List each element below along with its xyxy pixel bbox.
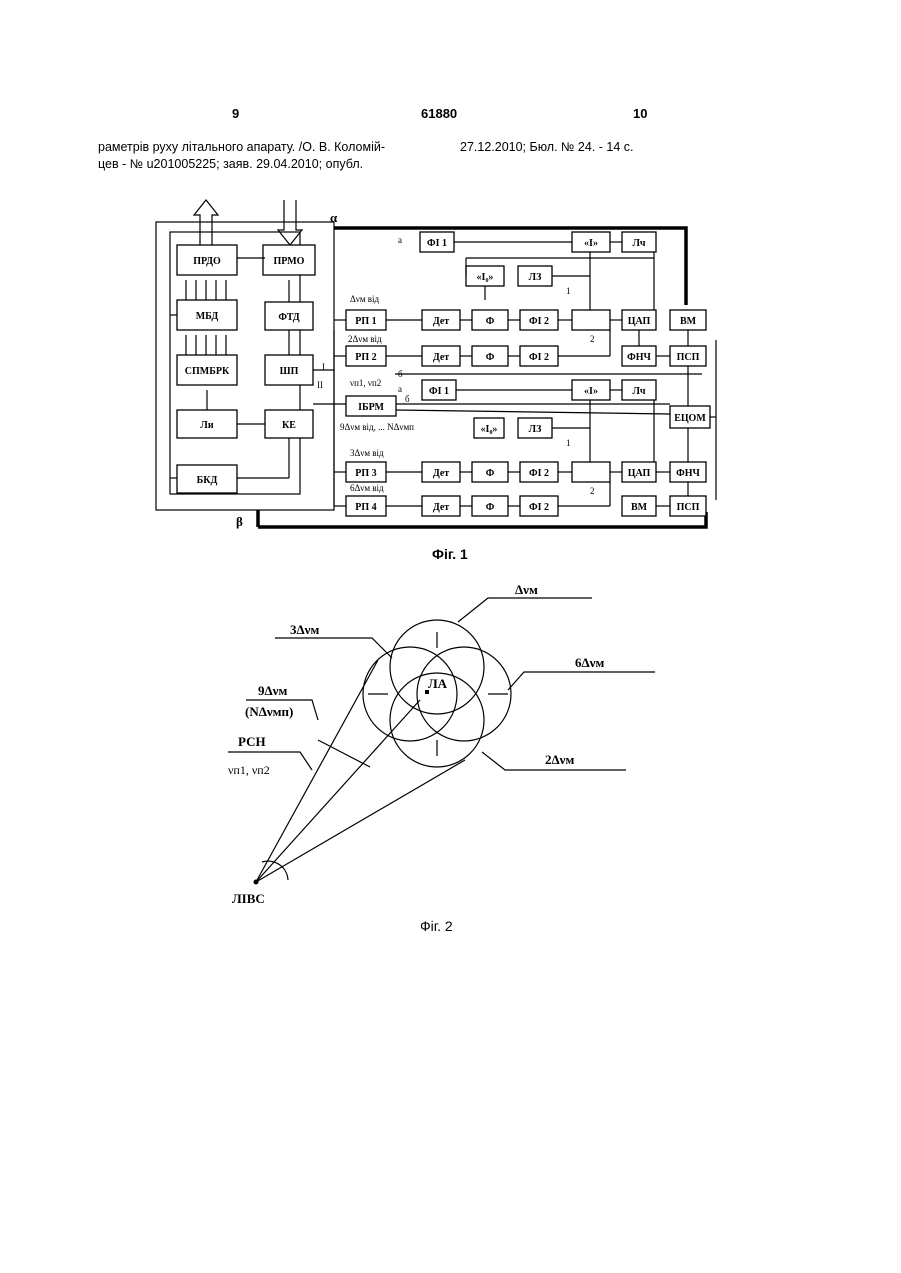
block-spmbrk-label: СПМБРК [185, 366, 230, 377]
block-ke-label: КЕ [282, 420, 296, 431]
block-f-2-label: Ф [486, 352, 495, 363]
block-fi2-4-label: ФІ 2 [529, 502, 549, 513]
label-dv: Δνм [515, 582, 538, 597]
block-rp2-label: РП 2 [355, 352, 376, 363]
block-mbd-label: МБД [196, 311, 219, 322]
block-i0-mid-label: «І₀» [481, 424, 498, 435]
label-2dv: 2Δνм [545, 752, 574, 767]
block-fnch-1-label: ФНЧ [627, 352, 651, 363]
block-tsap-2-label: ЦАП [628, 468, 651, 479]
figure-2-diagram: Δνм 3Δνм 6Δνм 9Δνм (NΔνмп) РСН νп1, νп2 … [0, 570, 901, 930]
block-prdo-label: ПРДО [193, 256, 221, 267]
block-lch-top-label: Лч [632, 238, 645, 249]
block-fi2-2-label: ФІ 2 [529, 352, 549, 363]
block-ibrm-label: ІБРМ [358, 402, 384, 413]
label-rsn: РСН [238, 734, 266, 749]
block-fi1-mid-label: ФІ 1 [429, 386, 449, 397]
block-etsom-label: ЕЦОМ [674, 413, 706, 424]
label-1-top: 1 [566, 286, 571, 296]
label-3dv: 3Δνм [290, 622, 319, 637]
beam-center [256, 700, 420, 882]
label-2-top: 2 [590, 334, 595, 344]
block-bkd-label: БКД [197, 475, 218, 486]
block-lz-top-label: ЛЗ [529, 272, 542, 283]
label-vn: νп1, νп2 [228, 763, 270, 777]
label-alpha: α [330, 210, 338, 225]
label-2dv-from: 2Δνм від [348, 334, 382, 344]
label-livs: ЛІВС [232, 891, 265, 906]
label-9dv: 9Δνм [258, 683, 287, 698]
block-f-4-label: Ф [486, 502, 495, 513]
label-ndv: (NΔνмп) [245, 704, 293, 719]
block-rp4-label: РП 4 [355, 502, 376, 513]
block-lz-mid-label: ЛЗ [529, 424, 542, 435]
block-det-3-label: Дет [433, 468, 449, 479]
block-det-1-label: Дет [433, 316, 449, 327]
label-9dv: 9Δνм від, ... NΔνмп [340, 422, 414, 432]
block-prmo-label: ПРМО [274, 256, 305, 267]
block-i-top-label: «І» [584, 238, 598, 249]
block-vm-1-label: ВМ [680, 316, 697, 327]
label-vn: νп1, νп2 [350, 378, 381, 388]
block-trigger-2 [572, 462, 610, 482]
livs-point [254, 880, 259, 885]
label-b-1: б [398, 369, 403, 379]
beam-crossbar [318, 740, 370, 767]
label-beta: β [236, 514, 243, 529]
block-vm-2-label: ВМ [631, 502, 648, 513]
block-fi2-1-label: ФІ 2 [529, 316, 549, 327]
block-psp-1-label: ПСП [677, 352, 700, 363]
label-a-top: а [398, 235, 402, 245]
label-dv-from: Δνм від [350, 294, 380, 304]
block-fnch-2-label: ФНЧ [676, 468, 700, 479]
figure-1-block-diagram: ПРДО ПРМО МБД ФТД СПМБРК ШП Ли КЕ БКД α … [0, 0, 901, 560]
block-det-2-label: Дет [433, 352, 449, 363]
figure-2-caption: Фіг. 2 [420, 918, 453, 934]
label-roman-2: ІІ [317, 380, 323, 390]
block-tsap-1-label: ЦАП [628, 316, 651, 327]
label-la: ЛА [428, 676, 448, 691]
label-6dv-from: 6Δνм від [350, 483, 384, 493]
block-ftd-label: ФТД [278, 312, 299, 323]
label-2-bottom: 2 [590, 486, 595, 496]
block-rp3-label: РП 3 [355, 468, 376, 479]
block-psp-2-label: ПСП [677, 502, 700, 513]
block-fi1-top-label: ФІ 1 [427, 238, 447, 249]
block-i0-top-label: «І₀» [477, 272, 494, 283]
block-f-3-label: Ф [486, 468, 495, 479]
block-trigger-1 [572, 310, 610, 330]
label-a-mid: а [398, 384, 402, 394]
label-3dv-from: 3Δνм від [350, 448, 384, 458]
block-lch-mid-label: Лч [632, 386, 645, 397]
block-det-4-label: Дет [433, 502, 449, 513]
block-shp-label: ШП [280, 366, 299, 377]
label-b-2: б [405, 394, 410, 404]
block-li-label: Ли [200, 420, 213, 431]
shift-arrows [368, 632, 508, 756]
label-1-bottom: 1 [566, 438, 571, 448]
label-6dv: 6Δνм [575, 655, 604, 670]
block-f-1-label: Ф [486, 316, 495, 327]
block-rp1-label: РП 1 [355, 316, 376, 327]
figure-1-caption: Фіг. 1 [432, 546, 468, 562]
block-fi2-3-label: ФІ 2 [529, 468, 549, 479]
block-i-mid-label: «І» [584, 386, 598, 397]
beam-lower [256, 760, 465, 882]
